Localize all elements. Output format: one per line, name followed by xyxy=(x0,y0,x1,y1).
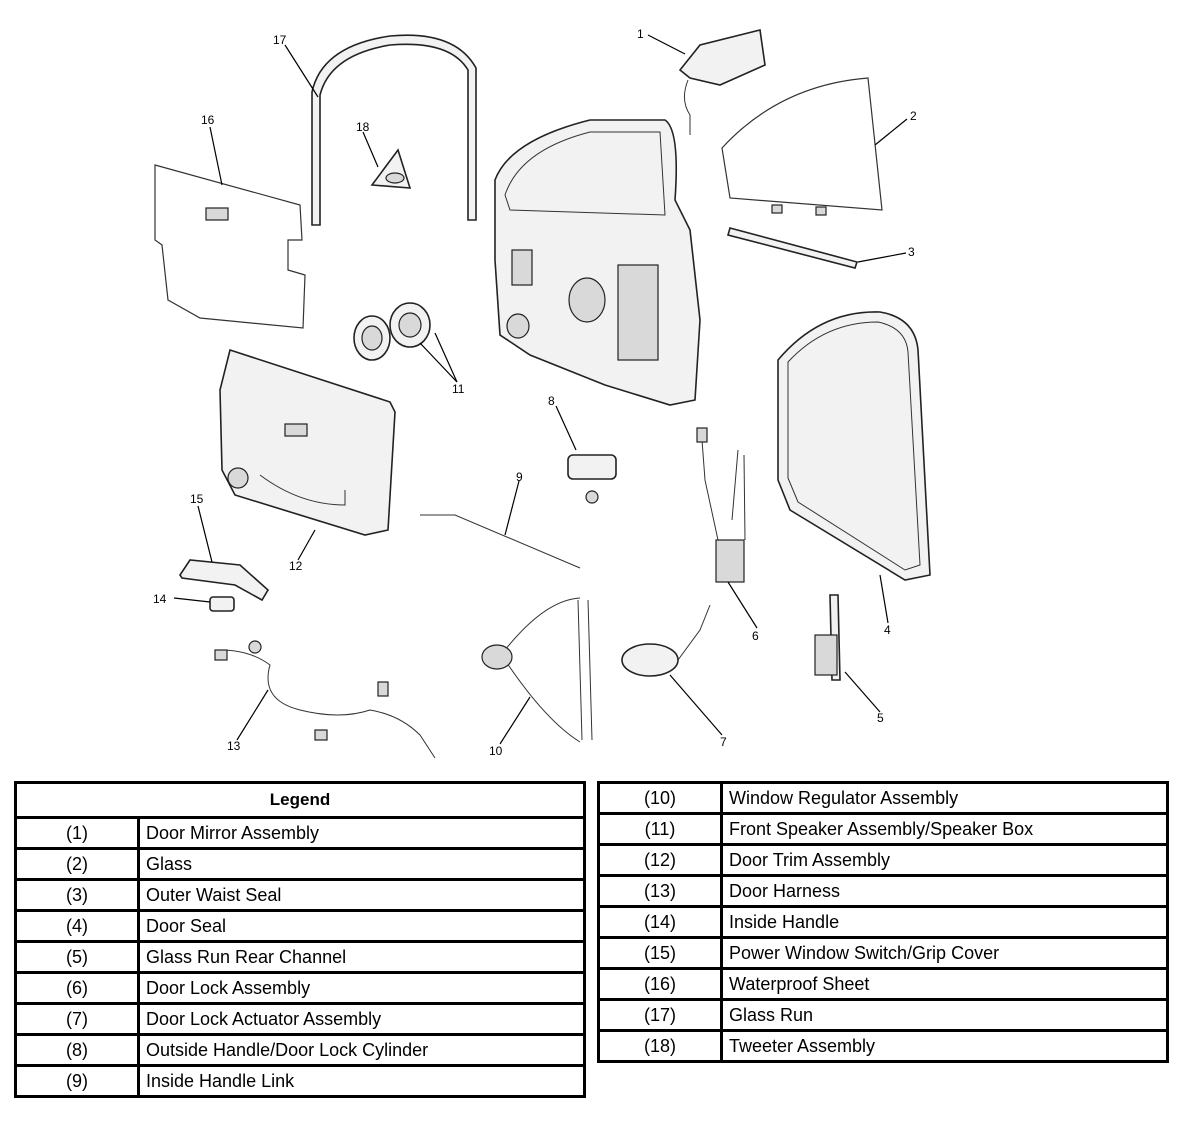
legend-num: (15) xyxy=(597,936,723,970)
legend-num: (8) xyxy=(14,1033,140,1067)
callout-2: 2 xyxy=(910,109,917,123)
legend-desc: Door Seal xyxy=(137,909,586,943)
legend-desc: Door Mirror Assembly xyxy=(137,816,586,850)
legend-desc: Inside Handle xyxy=(720,905,1169,939)
front-speaker-part xyxy=(353,302,431,361)
waterproof-sheet-part xyxy=(154,164,306,329)
legend-table-left: Legend (1)Door Mirror Assembly (2) Glass … xyxy=(14,781,586,1098)
legend-title: Legend xyxy=(14,781,586,819)
window-regulator-part xyxy=(481,597,593,743)
legend-row: (12)Door Trim Assembly xyxy=(597,843,1169,877)
callout-labels: 1 2 3 4 5 6 7 8 9 10 11 12 13 14 15 16 1… xyxy=(153,27,917,758)
legend-desc: Waterproof Sheet xyxy=(720,967,1169,1001)
legend-row: (3)Outer Waist Seal xyxy=(14,878,586,912)
legend-num: (12) xyxy=(597,843,723,877)
legend-row: (11)Front Speaker Assembly/Speaker Box xyxy=(597,812,1169,846)
callout-15: 15 xyxy=(190,492,204,506)
legend-desc: Inside Handle Link xyxy=(137,1064,586,1098)
legend-desc: Door Harness xyxy=(720,874,1169,908)
legend-row: (16)Waterproof Sheet xyxy=(597,967,1169,1001)
legend-table-right: (10)Window Regulator Assembly (11)Front … xyxy=(597,781,1169,1063)
inside-handle-part xyxy=(209,596,235,612)
glass-part xyxy=(721,77,883,216)
legend-desc: Glass xyxy=(137,847,586,881)
legend-desc: Glass Run xyxy=(720,998,1169,1032)
legend-num: (1) xyxy=(14,816,140,850)
callout-7: 7 xyxy=(720,735,727,749)
door-mirror-part xyxy=(678,29,766,135)
callout-3: 3 xyxy=(908,245,915,259)
inside-handle-link-part xyxy=(420,514,581,569)
legend-desc: Door Lock Actuator Assembly xyxy=(137,1002,586,1036)
legend-desc: Outside Handle/Door Lock Cylinder xyxy=(137,1033,586,1067)
legend-row: (17)Glass Run xyxy=(597,998,1169,1032)
legend-num: (11) xyxy=(597,812,723,846)
legend-desc: Window Regulator Assembly xyxy=(720,781,1169,815)
door-trim-part xyxy=(219,348,396,536)
legend-num: (6) xyxy=(14,971,140,1005)
callout-17: 17 xyxy=(273,33,287,47)
legend-num: (16) xyxy=(597,967,723,1001)
legend-desc: Power Window Switch/Grip Cover xyxy=(720,936,1169,970)
callout-12: 12 xyxy=(289,559,303,573)
outer-waist-seal-part xyxy=(727,227,859,269)
legend-row: (2)Glass xyxy=(14,847,586,881)
legend-row: (9)Inside Handle Link xyxy=(14,1064,586,1098)
legend-header-row: Legend xyxy=(14,781,586,819)
leader-lines xyxy=(173,34,908,745)
legend-num: (4) xyxy=(14,909,140,943)
legend-row: (15)Power Window Switch/Grip Cover xyxy=(597,936,1169,970)
legend-num: (7) xyxy=(14,1002,140,1036)
legend-num: (3) xyxy=(14,878,140,912)
legend-desc: Front Speaker Assembly/Speaker Box xyxy=(720,812,1169,846)
legend-num: (10) xyxy=(597,781,723,815)
legend-num: (13) xyxy=(597,874,723,908)
legend-num: (9) xyxy=(14,1064,140,1098)
door-harness-part xyxy=(214,640,436,759)
legend-desc: Door Trim Assembly xyxy=(720,843,1169,877)
door-seal-part xyxy=(777,311,931,581)
legend-row: (6)Door Lock Assembly xyxy=(14,971,586,1005)
exploded-door-diagram: 1 2 3 4 5 6 7 8 9 10 11 12 13 14 15 16 1… xyxy=(153,27,931,759)
legend-row: (7)Door Lock Actuator Assembly xyxy=(14,1002,586,1036)
callout-10: 10 xyxy=(489,744,503,758)
callout-18: 18 xyxy=(356,120,370,134)
callout-13: 13 xyxy=(227,739,241,753)
callout-16: 16 xyxy=(201,113,215,127)
door-lock-part xyxy=(696,427,746,583)
callout-14: 14 xyxy=(153,592,167,606)
legend-row: (18)Tweeter Assembly xyxy=(597,1029,1169,1063)
legend-row: (14)Inside Handle xyxy=(597,905,1169,939)
legend-row: (10)Window Regulator Assembly xyxy=(597,781,1169,815)
legend-row: (4)Door Seal xyxy=(14,909,586,943)
callout-5: 5 xyxy=(877,711,884,725)
legend-num: (14) xyxy=(597,905,723,939)
callout-8: 8 xyxy=(548,394,555,408)
power-window-switch-part xyxy=(179,559,270,602)
legend-row: (8)Outside Handle/Door Lock Cylinder xyxy=(14,1033,586,1067)
tweeter-assembly-part xyxy=(370,148,412,189)
door-shell-part xyxy=(494,119,701,406)
legend-row: (1)Door Mirror Assembly xyxy=(14,816,586,850)
callout-9: 9 xyxy=(516,470,523,484)
legend-desc: Door Lock Assembly xyxy=(137,971,586,1005)
legend-num: (5) xyxy=(14,940,140,974)
callout-4: 4 xyxy=(884,623,891,637)
diagram-canvas: 1 2 3 4 5 6 7 8 9 10 11 12 13 14 15 16 1… xyxy=(153,27,931,759)
legend-num: (2) xyxy=(14,847,140,881)
outside-handle-part xyxy=(567,454,617,504)
glass-run-rear-channel-part xyxy=(814,594,841,681)
callout-6: 6 xyxy=(752,629,759,643)
door-lock-actuator-part xyxy=(621,604,711,677)
legend-num: (17) xyxy=(597,998,723,1032)
legend-row: (13)Door Harness xyxy=(597,874,1169,908)
legend-num: (18) xyxy=(597,1029,723,1063)
legend-desc: Tweeter Assembly xyxy=(720,1029,1169,1063)
legend-row: (5)Glass Run Rear Channel xyxy=(14,940,586,974)
callout-1: 1 xyxy=(637,27,644,41)
callout-11: 11 xyxy=(452,382,465,396)
glass-run-part xyxy=(311,34,477,226)
legend-desc: Outer Waist Seal xyxy=(137,878,586,912)
legend-desc: Glass Run Rear Channel xyxy=(137,940,586,974)
